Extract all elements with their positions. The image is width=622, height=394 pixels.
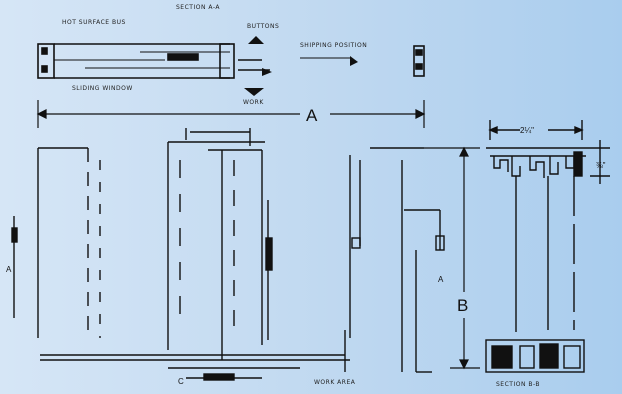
label-sliding-window: SLIDING WINDOW — [72, 85, 133, 92]
section-bb-detail — [485, 120, 610, 373]
section-top-title: SECTION A-A — [176, 4, 220, 11]
dimension-a-line — [36, 100, 426, 128]
top-arrows — [244, 36, 358, 96]
dimension-a-side-label: A — [438, 275, 444, 284]
front-elevation — [11, 128, 445, 381]
section-bb-title: SECTION B-B — [496, 381, 540, 388]
label-bottom-left: C — [178, 377, 184, 386]
dimension-a-label: A — [306, 106, 318, 125]
detail-depth-label: ⅜" — [596, 161, 606, 170]
label-buttons: BUTTONS — [247, 23, 279, 30]
label-shipping-position: SHIPPING POSITION — [300, 42, 367, 49]
label-hot-surface: HOT SURFACE BUS — [62, 19, 126, 26]
dimension-b-line — [424, 146, 480, 370]
section-marker-a: A — [6, 265, 12, 274]
detail-width-label: 2¼" — [520, 126, 534, 135]
label-work-top: WORK — [243, 99, 264, 106]
top-section-outline — [37, 43, 425, 79]
dimension-b-label: B — [457, 296, 468, 315]
label-work-area: WORK AREA — [314, 379, 356, 386]
